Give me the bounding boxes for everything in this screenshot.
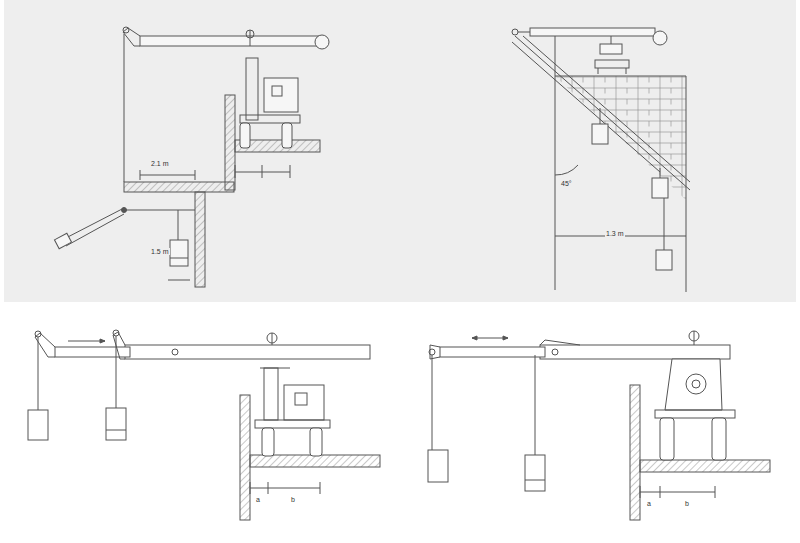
top-right-mechanism: [512, 28, 690, 292]
dimension-label: b: [290, 496, 296, 503]
top-left-mechanism: [54, 27, 329, 287]
grey-ground: [4, 0, 796, 302]
dimension-label: 1.5 m: [150, 248, 170, 255]
bottom-right-mechanism: [428, 331, 770, 520]
dimension-label: a: [646, 500, 652, 507]
dimension-label: a: [255, 496, 261, 503]
dimension-label: 45°: [560, 180, 573, 187]
dimension-label: b: [684, 500, 690, 507]
dimension-label: 1.3 m: [605, 230, 625, 237]
bottom-left-mechanism: [28, 330, 380, 520]
dimension-label: 2.1 m: [150, 160, 170, 167]
